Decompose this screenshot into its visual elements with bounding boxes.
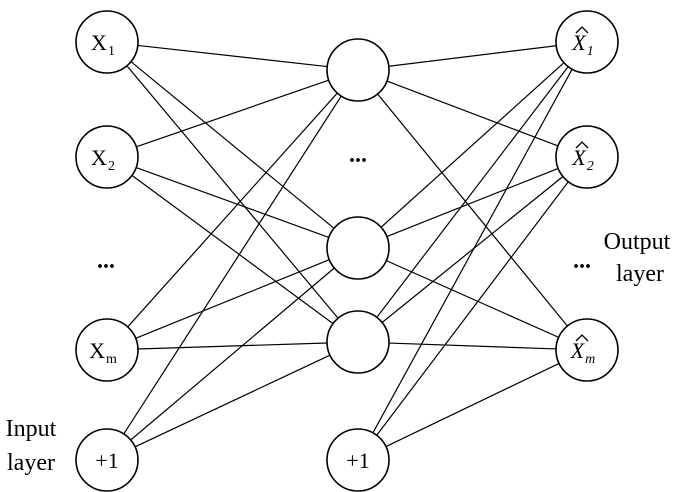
node-hid-bias: +1: [326, 428, 390, 492]
edge-x2-h2: [135, 167, 330, 238]
node-label-base-o2: X: [571, 145, 587, 170]
node-circle-o1: [555, 10, 619, 74]
edge-x2-h3: [131, 174, 334, 325]
output-layer-label-line2: layer: [616, 261, 664, 287]
node-label-sub-o2: 2: [587, 159, 594, 174]
node-label-om: Xm: [570, 338, 596, 367]
node-label-base-xm: X: [89, 338, 105, 363]
edge-x1-h3: [126, 65, 339, 319]
node-circle-om: [555, 318, 619, 382]
edge-h2-o1: [380, 62, 565, 228]
node-o2: X2: [555, 125, 619, 189]
node-label-sub-om: m: [585, 352, 595, 367]
hat-mark-o1: [575, 26, 589, 34]
output-layer-label-line1: Output: [604, 229, 671, 255]
output-ellipsis: ...: [573, 248, 591, 274]
edge-h2-om: [386, 260, 559, 338]
edge-x2-h1: [136, 79, 329, 148]
node-x2: X2: [75, 125, 139, 189]
input-ellipsis: ...: [97, 248, 115, 274]
node-o1: X1: [555, 10, 619, 74]
node-circle-h3: [326, 310, 390, 374]
edge-in-bias-h2: [130, 267, 335, 441]
edge-h3-om: [388, 342, 557, 350]
node-label-sub-x2: 2: [108, 159, 115, 174]
node-circle-h2: [326, 216, 390, 280]
node-circle-xm: [75, 318, 139, 382]
node-label-o1: X1: [571, 30, 593, 59]
node-label-base-o1: X: [571, 30, 587, 55]
hidden-ellipsis: ...: [349, 142, 367, 168]
node-label-base-x1: X: [91, 30, 107, 55]
node-circle-hid-bias: [326, 428, 390, 492]
edge-h1-om: [377, 93, 568, 327]
node-label-o2: X2: [571, 145, 593, 174]
node-h3: [326, 310, 390, 374]
edge-h1-o2: [386, 80, 559, 147]
node-label-x2: X2: [91, 145, 115, 174]
edge-in-bias-h1: [123, 95, 342, 435]
hat-mark-om: [575, 334, 589, 342]
node-label-sub-xm: m: [106, 352, 117, 367]
edge-hid-bias-o1: [372, 68, 573, 434]
node-label-base-x2: X: [91, 145, 107, 170]
edge-x1-h1: [137, 44, 328, 68]
edge-h1-o1: [388, 45, 557, 67]
node-x1: X1: [75, 10, 139, 74]
node-label-in-bias: +1: [95, 448, 118, 473]
node-label-sub-x1: 1: [108, 44, 115, 59]
node-circle-x1: [75, 10, 139, 74]
input-layer-label-line2: layer: [7, 450, 55, 476]
edge-in-bias-h3: [134, 354, 331, 448]
edge-hid-bias-om: [385, 362, 560, 448]
edge-h3-o2: [381, 176, 564, 323]
node-label-hid-bias: +1: [346, 448, 369, 473]
node-label-x1: X1: [91, 30, 115, 59]
edge-h3-o1: [376, 66, 569, 318]
node-xm: Xm: [75, 318, 139, 382]
node-circle-x2: [75, 125, 139, 189]
hat-mark-o2: [575, 141, 589, 149]
edge-xm-h3: [137, 342, 328, 350]
node-h2: [326, 216, 390, 280]
node-circle-in-bias: [75, 428, 139, 492]
node-in-bias: +1: [75, 428, 139, 492]
node-label-xm: Xm: [89, 338, 117, 367]
connection-lines: [123, 44, 573, 448]
node-om: Xm: [555, 318, 619, 382]
edge-xm-h2: [135, 259, 330, 339]
node-circle-h1: [326, 38, 390, 102]
edge-hid-bias-o2: [376, 181, 569, 436]
edge-h2-o2: [386, 167, 559, 238]
node-label-base-om: X: [570, 338, 586, 363]
edge-xm-h1: [127, 92, 338, 328]
edge-x1-h2: [130, 61, 335, 229]
node-h1: [326, 38, 390, 102]
node-label-sub-o1: 1: [587, 44, 594, 59]
input-layer-label-line1: Input: [6, 416, 57, 442]
node-circle-o2: [555, 125, 619, 189]
